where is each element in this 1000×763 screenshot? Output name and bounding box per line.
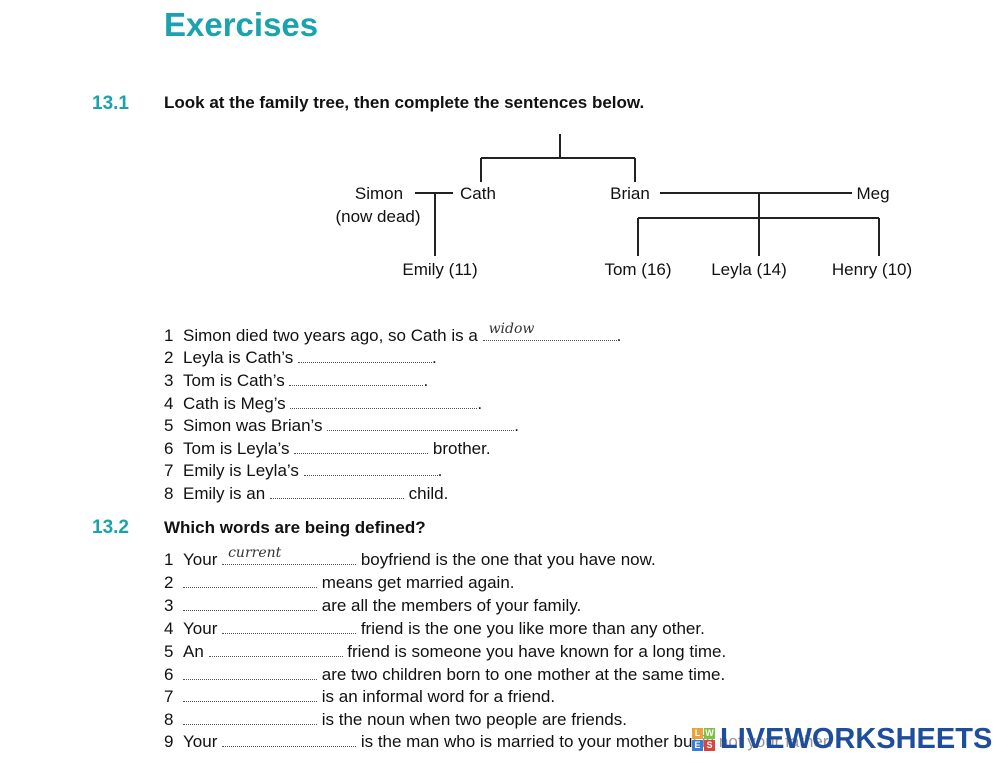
family-tree: Simon (now dead) Cath Brian Meg Emily (1… [335, 134, 912, 279]
item-text-after: are two children born to one mother at t… [321, 665, 726, 684]
item-text-after: . [616, 326, 622, 345]
item-number: 7 [164, 461, 174, 480]
answer-blank[interactable]: current [222, 545, 357, 565]
ex2-item-8: 8 is the noun when two people are friend… [164, 709, 627, 730]
answer-blank[interactable] [303, 460, 438, 476]
item-text-after: . [477, 394, 483, 413]
answer-blank[interactable] [297, 347, 432, 363]
answer-blank[interactable] [208, 641, 343, 657]
item-text-after: brother. [432, 439, 491, 458]
ex2-item-3: 3 are all the members of your family. [164, 595, 581, 616]
item-text-after: . [437, 461, 443, 480]
answer-blank[interactable] [294, 438, 429, 454]
liveworksheets-logo-icon: L W E S [692, 727, 715, 751]
answer-blank[interactable] [183, 686, 317, 702]
answer-blank[interactable]: widow [482, 321, 617, 341]
answer-blank[interactable] [222, 731, 357, 747]
item-number: 2 [164, 348, 174, 367]
item-text-after: is an informal word for a friend. [321, 687, 556, 706]
item-number: 1 [164, 326, 174, 345]
item-text: Tom is Leyla’s [183, 439, 290, 458]
item-number: 4 [164, 394, 174, 413]
ex1-item-3: 3 Tom is Cath’s . [164, 370, 428, 391]
item-text: Simon was Brian’s [183, 416, 323, 435]
answer-blank[interactable] [290, 393, 478, 409]
answer-blank[interactable] [183, 572, 317, 588]
item-number: 8 [164, 710, 174, 729]
item-text: Cath is Meg’s [183, 394, 286, 413]
answer-blank[interactable] [289, 370, 424, 386]
item-number: 4 [164, 619, 174, 638]
item-text: Tom is Cath’s [183, 371, 285, 390]
answer-blank[interactable] [183, 709, 317, 725]
item-text: Leyla is Cath’s [183, 348, 294, 367]
section-instruction-13-1: Look at the family tree, then complete t… [164, 93, 645, 112]
tree-henry: Henry (10) [832, 260, 912, 279]
ex1-item-6: 6 Tom is Leyla’s brother. [164, 438, 491, 459]
item-text: Your [183, 619, 218, 638]
tree-lines [415, 134, 880, 256]
item-text-after: . [514, 416, 519, 435]
tree-cath: Cath [460, 184, 496, 203]
item-text-after: means get married again. [321, 573, 515, 592]
ex2-item-4: 4 Your friend is the one you like more th… [164, 618, 705, 639]
answer-blank[interactable] [183, 595, 317, 611]
item-text-after: is the noun when two people are friends. [321, 710, 627, 729]
ex1-item-4: 4 Cath is Meg’s . [164, 393, 482, 414]
item-text-after: . [423, 371, 429, 390]
ex2-item-1: 1 Your current boyfriend is the one that … [164, 545, 656, 570]
item-number: 7 [164, 687, 174, 706]
item-text: Your [183, 550, 218, 569]
item-text-after: are all the members of your family. [321, 596, 582, 615]
item-text-after: . [431, 348, 437, 367]
answer-blank[interactable] [327, 415, 515, 431]
item-text-after: boyfriend is the one that you have now. [360, 550, 656, 569]
section-number-13-1: 13.1 [92, 93, 129, 114]
tree-leyla: Leyla (14) [711, 260, 787, 279]
ex2-item-6: 6 are two children born to one mother at… [164, 664, 725, 685]
ex1-item-8: 8 Emily is an child. [164, 483, 448, 504]
tree-meg: Meg [856, 184, 889, 203]
item-text-after: friend is the one you like more than any… [360, 619, 705, 638]
item-text-after: friend is someone you have known for a l… [347, 642, 727, 661]
page-title: Exercises [164, 6, 319, 43]
watermark-text: LIVEWORKSHEETS [720, 722, 993, 755]
ex2-item-2: 2 means get married again. [164, 572, 515, 593]
answer-text: current [228, 545, 282, 561]
item-number: 5 [164, 416, 174, 435]
item-number: 9 [164, 732, 174, 751]
item-number: 8 [164, 484, 174, 503]
ex2-item-5: 5 An friend is someone you have known for… [164, 641, 726, 662]
tree-emily: Emily (11) [402, 260, 477, 279]
ex1-item-2: 2 Leyla is Cath’s . [164, 347, 437, 368]
item-number: 2 [164, 573, 174, 592]
answer-blank[interactable] [222, 618, 357, 634]
tree-simon-note: (now dead) [335, 207, 420, 226]
item-number: 6 [164, 439, 174, 458]
item-text: Your [183, 732, 218, 751]
answer-text: widow [488, 321, 535, 337]
ex1-item-5: 5 Simon was Brian’s . [164, 415, 519, 436]
item-number: 5 [164, 642, 174, 661]
item-text: Simon died two years ago, so Cath is a [183, 326, 478, 345]
tree-tom: Tom (16) [604, 260, 671, 279]
ex1-item-7: 7 Emily is Leyla’s . [164, 460, 442, 481]
item-text-after: child. [408, 484, 449, 503]
answer-blank[interactable] [269, 483, 404, 499]
item-number: 1 [164, 550, 174, 569]
item-number: 3 [164, 371, 174, 390]
ex2-item-7: 7 is an informal word for a friend. [164, 686, 555, 707]
item-number: 3 [164, 596, 174, 615]
item-text: An [183, 642, 204, 661]
item-number: 6 [164, 665, 174, 684]
item-text: Emily is Leyla’s [183, 461, 299, 480]
tree-simon: Simon [355, 184, 403, 203]
section-instruction-13-2: Which words are being defined? [164, 518, 426, 537]
item-text: Emily is an [183, 484, 266, 503]
liveworksheets-watermark: L W E S LIVEWORKSHEETS [692, 722, 993, 756]
answer-blank[interactable] [183, 664, 317, 680]
tree-brian: Brian [610, 184, 650, 203]
section-number-13-2: 13.2 [92, 517, 129, 538]
